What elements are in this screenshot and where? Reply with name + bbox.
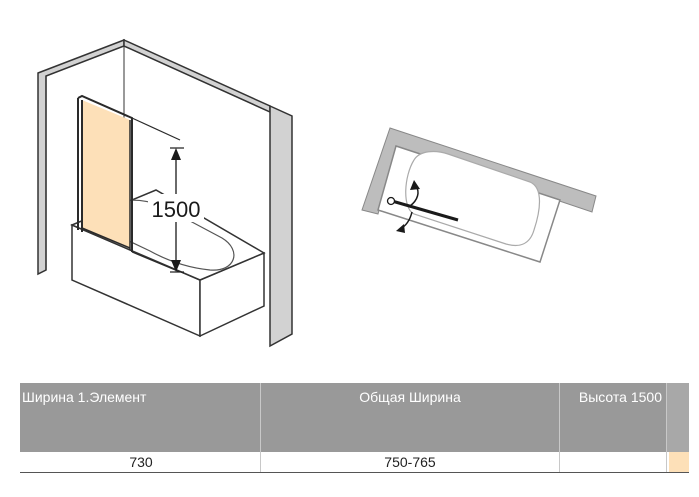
- cell-total-width: 750-765: [260, 452, 560, 473]
- cell-height: [559, 452, 667, 473]
- bathtub-3d-view: 1500: [37, 38, 293, 348]
- screen-frame: [77, 94, 133, 252]
- glass-panel: [82, 100, 130, 248]
- plan-bathtub-basin: [405, 150, 541, 247]
- header-height: Высота 1500: [559, 383, 667, 452]
- color-swatch: [669, 452, 689, 472]
- height-label: 1500: [152, 197, 201, 222]
- swing-arrow-icon: [396, 180, 420, 233]
- header-total-width: Общая Ширина: [260, 383, 560, 452]
- header-spacer: [666, 383, 689, 452]
- plan-screen: [391, 199, 459, 222]
- cell-width-element: 730: [20, 452, 261, 473]
- color-swatch-cell: [666, 452, 689, 473]
- table-row: 730 750-765: [20, 452, 689, 473]
- header-width-element: Ширина 1.Элемент: [20, 383, 261, 452]
- bathtub-plan-view: [361, 127, 597, 263]
- spec-table: Ширина 1.Элемент Общая Ширина Высота 150…: [20, 383, 689, 473]
- hinge-icon: [386, 196, 396, 206]
- table-header-row: Ширина 1.Элемент Общая Ширина Высота 150…: [20, 383, 689, 452]
- side-wall: [269, 104, 293, 348]
